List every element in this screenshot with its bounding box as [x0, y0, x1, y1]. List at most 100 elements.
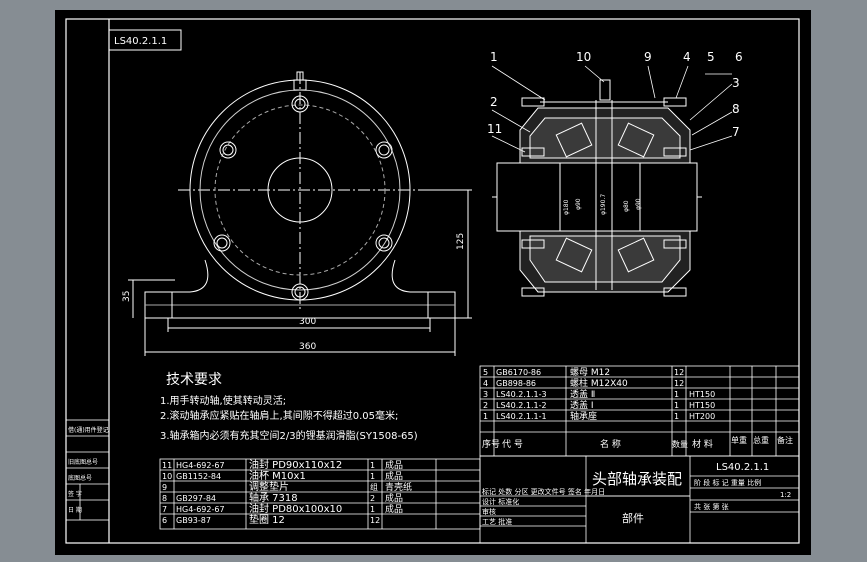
bolt-group [213, 95, 393, 301]
shaft-fill [496, 162, 698, 232]
bom-upper-code: LS40.2.1.1-2 [496, 401, 547, 410]
bom-lower-name: 油杯 M10x1 [249, 469, 306, 482]
phi-label-5: φ90 [635, 198, 642, 210]
bom-upper-qty: 1 [674, 390, 679, 399]
bearing-roller-lr [617, 237, 655, 273]
bom-upper-name: 轴承座 [570, 410, 597, 422]
front-view [128, 71, 472, 356]
balloon-numbers: 1 2 11 10 9 4 5 6 3 8 7 [487, 50, 743, 139]
section-view [491, 65, 733, 297]
bom-lower-name: 油封 PD90x110x12 [249, 458, 342, 471]
balloon-10: 10 [576, 50, 591, 64]
bom-upper-no: 2 [483, 401, 488, 410]
bom-upper-qty: 1 [674, 401, 679, 410]
housing-base [144, 259, 456, 319]
bom-header-code: 代 号 [502, 439, 523, 450]
balloon-4: 4 [683, 50, 691, 64]
grease-nipple [293, 71, 307, 91]
lower-hatch [529, 235, 681, 283]
bom-header-row: 序号 代 号 名 称 数量 材 料 单重 总重 备注 [482, 435, 793, 450]
title-stage-row: 阶 段 标 记 重量 比例 [694, 478, 761, 487]
dim-300: 300 [299, 317, 316, 327]
balloon-1: 1 [490, 50, 498, 64]
shaft-circle [267, 157, 333, 223]
bom-lower-qty: 12 [370, 516, 380, 525]
bom-lower-name: 垫圈 12 [249, 513, 285, 526]
drawing-title: 头部轴承装配 [592, 470, 682, 488]
balloon-6: 6 [735, 50, 743, 64]
bom-lower-qty: 组 [370, 482, 378, 492]
bom-upper-no: 1 [483, 412, 488, 421]
outer-frame [65, 18, 800, 544]
bom-upper-no: 3 [483, 390, 488, 399]
bom-lower-qty: 2 [370, 494, 375, 503]
bom-lower-remark: 成品 [385, 503, 403, 515]
balloon-8: 8 [732, 102, 740, 116]
bom-lower-no: 9 [162, 483, 167, 492]
balloon-11: 11 [487, 122, 502, 136]
leader-lines [491, 65, 733, 153]
bom-lower-name: 调整垫片 [249, 480, 289, 493]
bom-upper-code: GB898-86 [496, 379, 536, 388]
title-sheet-row: 共 张 第 张 [694, 502, 729, 511]
balloon-9: 9 [644, 50, 652, 64]
section-grease-nipple [599, 79, 611, 101]
section-diameter-labels: φ180 φ90 φ190.7 φ80 φ90 [563, 194, 642, 215]
side-label-5: 日 期 [68, 506, 82, 514]
bom-header-no: 序号 [482, 438, 500, 450]
bom-header-unit-weight: 单重 [731, 435, 747, 445]
bom-upper-code: LS40.2.1.1-1 [496, 412, 547, 421]
title-row-4: 工艺 批准 [482, 517, 512, 526]
sheet-background [55, 10, 811, 555]
balloon-2: 2 [490, 95, 498, 109]
dim-360: 360 [299, 342, 316, 352]
bom-upper-name: 透盖 Ⅰ [570, 399, 594, 411]
bom-lower-no: 11 [162, 461, 172, 470]
drawing-type: 部件 [622, 511, 644, 525]
base-feet-lines [171, 292, 429, 318]
title-block-grid [479, 455, 800, 544]
bom-lower-remark: 成品 [385, 459, 403, 471]
bom-header-qty: 数量 [672, 439, 688, 449]
bom-header-remark: 备注 [777, 435, 793, 445]
drawing-number-box [108, 29, 182, 51]
bom-lower-code: GB297-84 [176, 494, 216, 503]
bom-upper-no: 4 [483, 379, 488, 388]
title-row-3: 审核 [482, 507, 496, 516]
side-label-4: 签 字 [68, 490, 82, 498]
bom-header-total-weight: 总重 [753, 435, 769, 445]
bom-upper-material: HT150 [689, 390, 715, 399]
bom-lower-remark: 成品 [385, 492, 403, 504]
bearing-roller-ur [617, 122, 655, 158]
side-table [65, 419, 110, 521]
balloon-5: 5 [707, 50, 715, 64]
bom-lower-qty: 1 [370, 472, 375, 481]
bom-upper-no: 5 [483, 368, 488, 377]
phi-label-1: φ180 [563, 199, 570, 215]
bearing-roller-ul [555, 122, 593, 158]
bom-lower-code: HG4-692-67 [176, 505, 225, 514]
balloon-7: 7 [732, 125, 740, 139]
bom-lower-code: HG4-692-67 [176, 461, 225, 470]
side-table-labels: 借(通)用件登记 旧底图总号 底图总号 签 字 日 期 [68, 426, 109, 514]
side-label-3: 底图总号 [68, 474, 92, 482]
bom-upper-code: LS40.2.1.1-3 [496, 390, 547, 399]
bom-upper-material: HT200 [689, 412, 715, 421]
phi-label-4: φ80 [623, 200, 630, 212]
bom-lower-code: GB93-87 [176, 516, 211, 525]
bom-upper-material: HT150 [689, 401, 715, 410]
bom-header-name: 名 称 [600, 438, 621, 450]
drawing-number-title: LS40.2.1.1 [716, 462, 769, 473]
dim-35: 35 [122, 291, 132, 302]
tech-req-1: 1.用手转动轴,使其转动灵活; [160, 394, 286, 407]
bom-header-material: 材 料 [692, 438, 713, 450]
bom-upper-qty: 1 [674, 412, 679, 421]
bom-lower-remark: 成品 [385, 470, 403, 482]
title-row-1: 标记 处数 分区 更改文件号 签名 年月日 [482, 487, 605, 496]
phi-label-3: φ190.7 [600, 194, 607, 215]
bearing-roller-ll [555, 237, 593, 273]
bom-upper-name: 螺母 M12 [570, 367, 610, 378]
bom-upper-qty: 12 [674, 379, 684, 388]
